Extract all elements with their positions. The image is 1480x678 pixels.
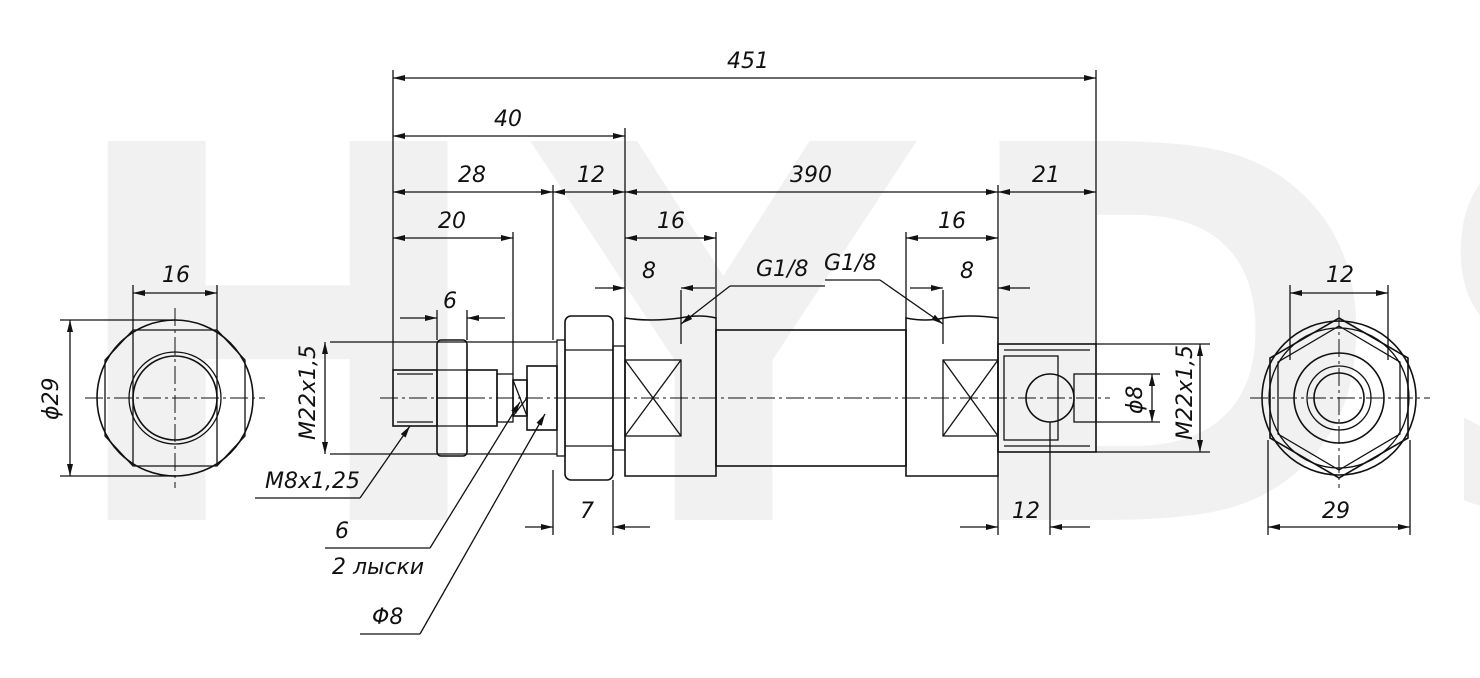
callout-port-left: G1/8 [756,257,808,282]
dim-left-view-16: 16 [162,263,190,288]
dim-left-view-dia: ϕ29 [39,377,64,420]
watermark-text: HYDS [60,37,1480,643]
dim-port-left-8: 8 [642,259,656,284]
dim-port-right-16: 16 [938,209,966,234]
dim-right-view-29: 29 [1322,499,1350,524]
leader-lines [255,279,944,635]
callout-port-right: G1/8 [824,251,876,276]
dim-right-view-12: 12 [1326,263,1354,288]
left-end-view [60,285,265,488]
dim-m22-left: M22x1,5 [296,345,321,440]
callout-flat-size: 6 [335,519,349,544]
dim-thread-len: 20 [438,209,466,234]
dim-clevis-12: 12 [1012,499,1040,524]
dim-port-right-8: 8 [960,259,974,284]
dim-nut-zone: 12 [577,163,605,188]
dim-nut-7: 7 [580,499,594,524]
dim-body: 390 [790,163,832,188]
dim-port-left-16: 16 [657,209,685,234]
dim-overall: 451 [727,49,769,74]
callout-thread: M8x1,25 [265,469,360,494]
dim-thread-end: 28 [458,163,486,188]
callout-rod-dia: Φ8 [372,605,403,630]
cylinder-side-view [380,290,1110,481]
dim-pin-dia: ϕ8 [1123,385,1148,414]
dim-rod-end: 40 [494,107,522,132]
dim-clevis-zone: 21 [1032,163,1060,188]
dimension-lines [322,70,1210,535]
callout-flats: 2 лыски [332,555,424,580]
right-end-view [1250,285,1430,535]
dim-m22-right: M22x1,5 [1173,345,1198,440]
dim-nut-6: 6 [443,289,457,314]
